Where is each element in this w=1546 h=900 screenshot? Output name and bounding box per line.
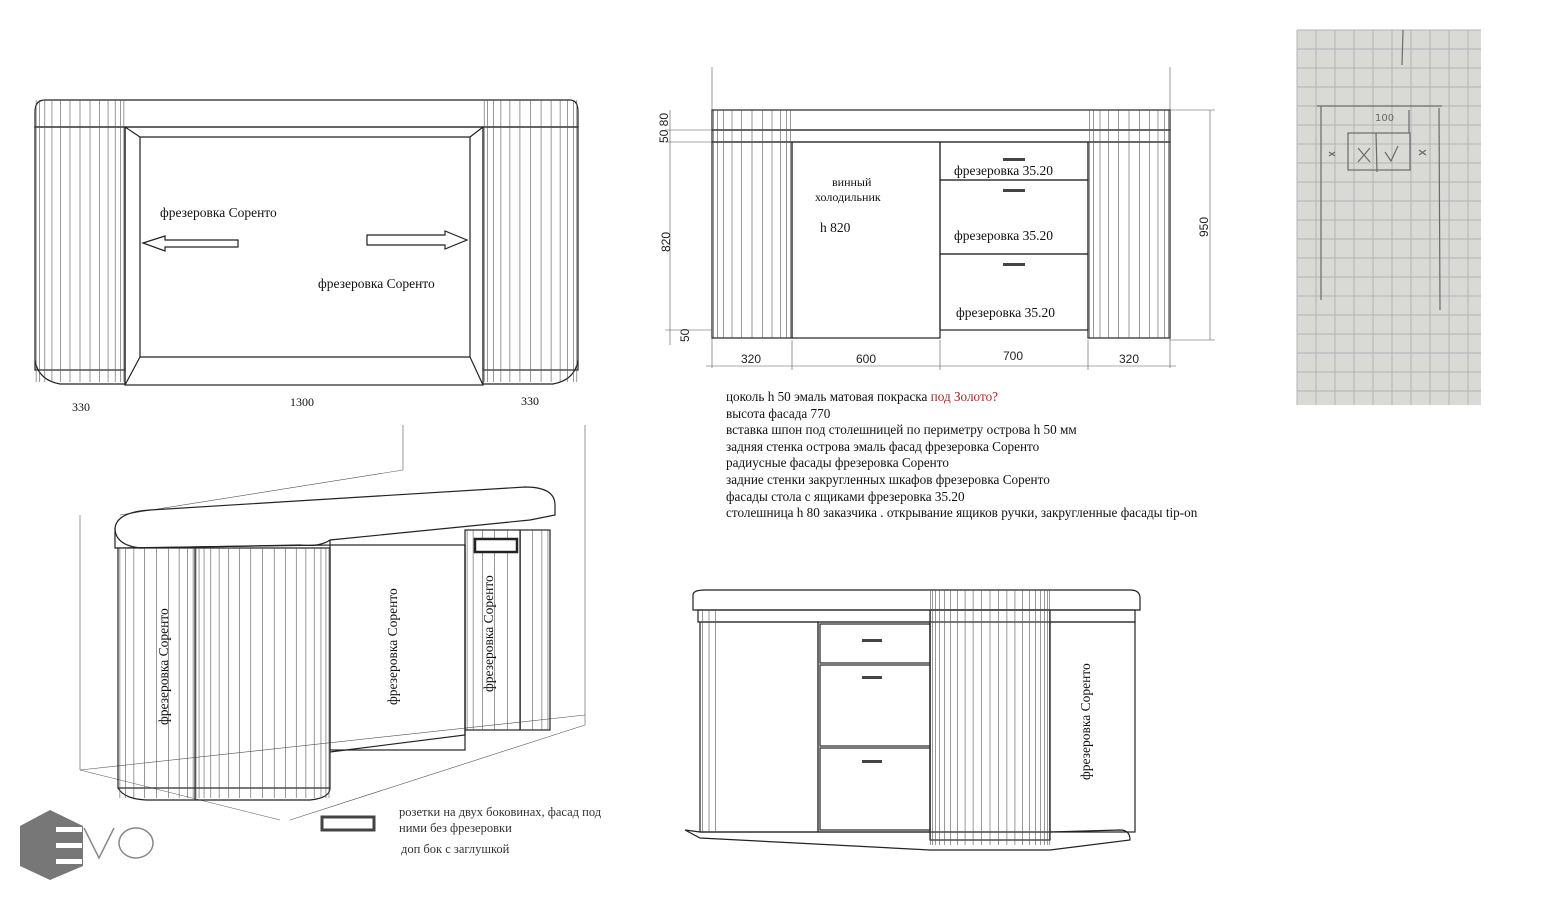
drawer-handle-icon [1003, 263, 1025, 266]
perspective-left-drawing: фрезеровка Соренто фрезеровка Соренто фр… [79, 425, 586, 832]
drawer-handle-icon [862, 676, 882, 679]
sketch-photo: 100 [1296, 29, 1481, 405]
drawer-handle-icon [862, 639, 882, 642]
drawer-3 [939, 253, 1089, 331]
drawer-label: фрезеровка 35.20 [956, 305, 1055, 320]
front-label-left: фрезеровка Соренто [160, 205, 277, 220]
dim-left: 330 [72, 400, 90, 414]
arrow-left-icon [141, 235, 239, 252]
drawer-handle-icon [1003, 189, 1025, 192]
note-highlight: под Золото? [930, 389, 999, 404]
persp-label: фрезеровка Соренто [385, 588, 400, 705]
dim-right: 330 [521, 394, 539, 408]
fridge-height: h 820 [820, 220, 851, 235]
dim-top: 50 80 [657, 113, 671, 143]
dim-320: 320 [741, 352, 761, 366]
drawer-handle-icon [1003, 158, 1025, 161]
note-line: высота фасада 770 [726, 405, 831, 421]
front-label-right: фрезеровка Соренто [318, 276, 435, 291]
drawer-label: фрезеровка 35.20 [954, 228, 1053, 243]
dim-700: 700 [1003, 349, 1023, 363]
legend-socket: розетки на двух боковинах, фасад под ним… [399, 804, 601, 836]
elevation-drawing: винный холодильник h 820 фрезеровка 35.2… [657, 67, 1215, 370]
note-line: цоколь h 50 эмаль матовая покраска под З… [726, 389, 999, 404]
note-line: задняя стенка острова эмаль фасад фрезер… [726, 438, 1040, 454]
dim-320: 320 [1119, 352, 1139, 366]
front-view-drawing: фрезеровка Соренто фрезеровка Соренто 33… [34, 99, 579, 414]
sketch-dimension: 100 [1375, 113, 1394, 124]
dim-820: 820 [659, 232, 673, 252]
persp-label: фрезеровка Соренто [481, 575, 496, 692]
note-line: радиусные фасады фрезеровка Соренто [726, 455, 949, 471]
dim-center: 1300 [290, 395, 314, 409]
fridge-label: холодильник [815, 190, 881, 204]
legend-side: доп бок с заглушкой [401, 842, 510, 856]
persp-label: фрезеровка Соренто [156, 608, 171, 725]
fridge-label: винный [832, 175, 872, 189]
note-line: фасады стола с ящиками фрезеровка 35.20 [726, 488, 965, 504]
wine-fridge [791, 141, 941, 339]
dim-600: 600 [856, 352, 876, 366]
note-line: задние стенки закругленных шкафов фрезер… [726, 471, 1050, 487]
note-line: вставка шпон под столешницей по периметр… [726, 422, 1077, 438]
legend-text: розетки на двух боковинах, фасад под [399, 805, 602, 819]
legend-text: ними без фрезеровки [399, 821, 512, 835]
socket-marker [473, 537, 519, 554]
notes-block: цоколь h 50 эмаль матовая покраска под З… [726, 389, 1197, 522]
persp-right-label: фрезеровка Соренто [1078, 663, 1093, 780]
socket-legend-icon [320, 815, 376, 832]
drawer-label: фрезеровка 35.20 [954, 163, 1053, 178]
note-line: столешница h 80 заказчика . открывание я… [726, 505, 1198, 521]
evo-logo [20, 810, 154, 880]
perspective-right-drawing: фрезеровка Соренто [684, 589, 1141, 851]
arrow-right-icon [366, 230, 469, 250]
dim-plinth: 50 [678, 328, 692, 342]
dim-950: 950 [1197, 217, 1211, 237]
drawer-handle-icon [862, 760, 882, 763]
